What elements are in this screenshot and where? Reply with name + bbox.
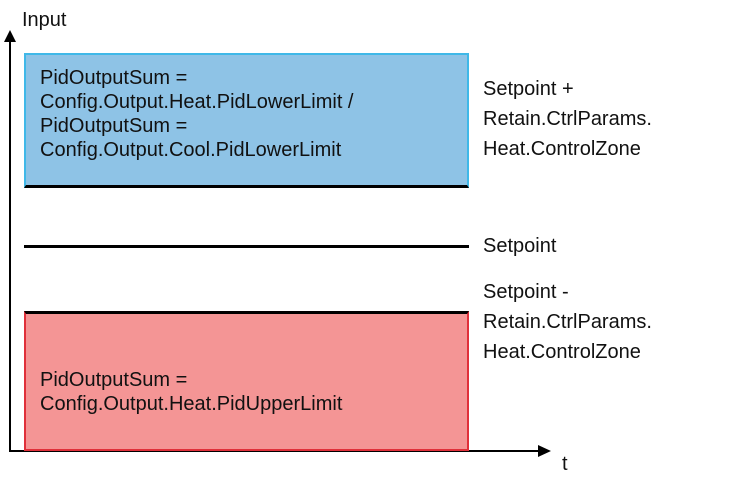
lower-zone-line: PidOutputSum = <box>40 369 188 391</box>
upper-level-line: Retain.CtrlParams. <box>483 108 652 130</box>
upper-level-line: Setpoint + <box>483 78 574 100</box>
upper-zone-line: PidOutputSum = <box>40 67 188 89</box>
y-axis-label: Input <box>22 9 67 31</box>
x-axis-label: t <box>562 453 568 475</box>
lower-level-label: Setpoint - Retain.CtrlParams. Heat.Contr… <box>483 277 652 367</box>
y-axis-arrow-icon <box>4 30 16 42</box>
lower-level-line: Setpoint - <box>483 281 569 303</box>
upper-level-label: Setpoint + Retain.CtrlParams. Heat.Contr… <box>483 74 652 164</box>
upper-zone-text: PidOutputSum = Config.Output.Heat.PidLow… <box>40 66 354 162</box>
lower-zone-text: PidOutputSum = Config.Output.Heat.PidUpp… <box>40 368 342 416</box>
lower-level-line: Retain.CtrlParams. <box>483 311 652 333</box>
upper-level-line: Heat.ControlZone <box>483 138 641 160</box>
upper-zone-box <box>24 53 469 188</box>
upper-zone-line: PidOutputSum = <box>40 115 188 137</box>
setpoint-label: Setpoint <box>483 235 557 257</box>
lower-level-line: Heat.ControlZone <box>483 341 641 363</box>
lower-zone-line: Config.Output.Heat.PidUpperLimit <box>40 393 343 415</box>
x-axis-arrow-icon <box>538 445 551 457</box>
upper-zone-line: Config.Output.Heat.PidLowerLimit / <box>40 91 354 113</box>
x-axis <box>9 450 541 452</box>
setpoint-line <box>24 245 469 248</box>
y-axis <box>9 40 11 452</box>
upper-zone-line: Config.Output.Cool.PidLowerLimit <box>40 139 342 161</box>
lower-zone-box <box>24 311 469 451</box>
